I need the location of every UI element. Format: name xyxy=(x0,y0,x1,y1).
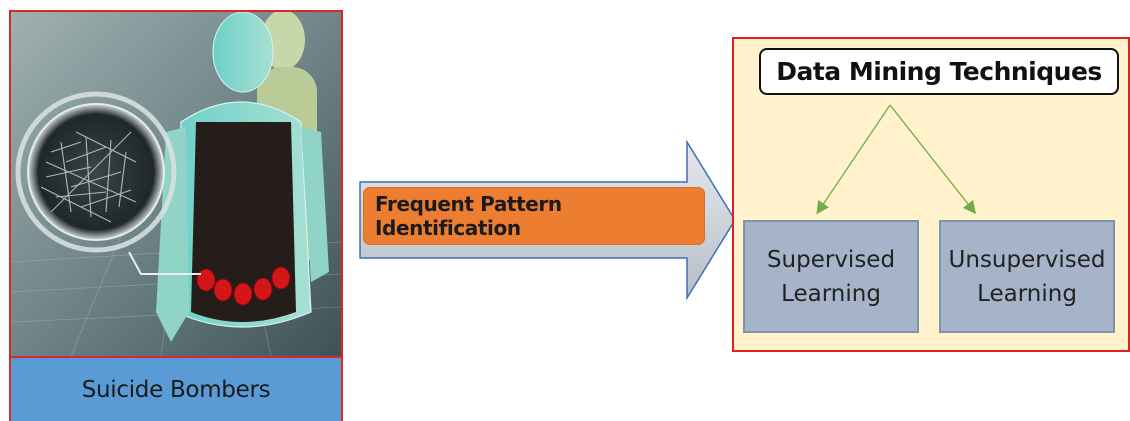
unsupervised-learning-box: Unsupervised Learning xyxy=(939,220,1115,333)
frequent-pattern-box: Frequent Pattern Identification xyxy=(363,187,705,245)
caption-box: Suicide Bombers xyxy=(9,358,343,421)
unsupervised-learning-label: Unsupervised Learning xyxy=(948,246,1106,307)
suicide-bomber-image xyxy=(9,10,343,358)
bomber-illustration xyxy=(11,12,341,356)
caption-suicide-bombers: Suicide Bombers xyxy=(81,376,271,403)
branch-line-supervised xyxy=(816,104,891,215)
supervised-learning-box: Supervised Learning xyxy=(743,220,919,333)
branch-connectors xyxy=(816,104,977,215)
supervised-learning-label: Supervised Learning xyxy=(766,246,896,307)
branch-line-unsupervised xyxy=(889,104,977,215)
data-mining-title-box: Data Mining Techniques xyxy=(759,48,1119,95)
frequent-pattern-label: Frequent Pattern Identification xyxy=(375,192,562,240)
data-mining-title: Data Mining Techniques xyxy=(776,57,1102,86)
